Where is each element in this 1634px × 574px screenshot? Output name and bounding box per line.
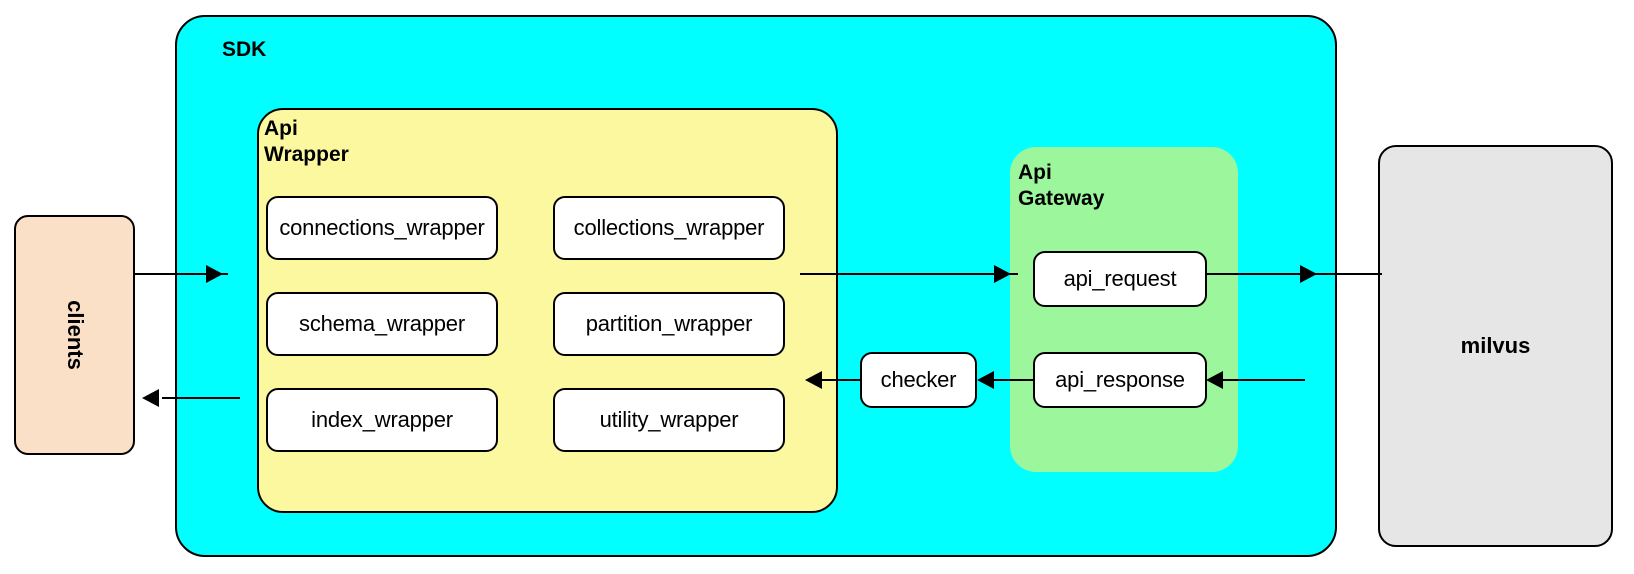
module-api-request[interactable]: api_request xyxy=(1033,251,1207,307)
api-wrapper-label: Api Wrapper xyxy=(264,117,349,166)
module-partition-wrapper[interactable]: partition_wrapper xyxy=(553,292,785,356)
milvus-label: milvus xyxy=(1460,333,1531,358)
module-label: utility_wrapper xyxy=(599,407,739,432)
clients-box[interactable]: clients xyxy=(14,215,135,455)
module-checker[interactable]: checker xyxy=(860,352,977,408)
module-label: connections_wrapper xyxy=(279,215,485,240)
sdk-label: SDK xyxy=(222,38,267,61)
milvus-box[interactable]: milvus xyxy=(1378,145,1613,547)
module-label: schema_wrapper xyxy=(299,311,465,336)
module-label: checker xyxy=(880,367,957,392)
module-index-wrapper[interactable]: index_wrapper xyxy=(266,388,498,452)
module-label: partition_wrapper xyxy=(585,311,753,336)
api-gateway-label: Api Gateway xyxy=(1018,161,1105,210)
module-api-response[interactable]: api_response xyxy=(1033,352,1207,408)
api-gateway-container xyxy=(1010,147,1238,472)
module-collections-wrapper[interactable]: collections_wrapper xyxy=(553,196,785,260)
module-utility-wrapper[interactable]: utility_wrapper xyxy=(553,388,785,452)
module-schema-wrapper[interactable]: schema_wrapper xyxy=(266,292,498,356)
module-connections-wrapper[interactable]: connections_wrapper xyxy=(266,196,498,260)
clients-label: clients xyxy=(62,300,88,370)
module-label: api_response xyxy=(1055,367,1185,392)
module-label: collections_wrapper xyxy=(573,215,765,240)
module-label: api_request xyxy=(1063,266,1177,291)
module-label: index_wrapper xyxy=(311,407,453,432)
